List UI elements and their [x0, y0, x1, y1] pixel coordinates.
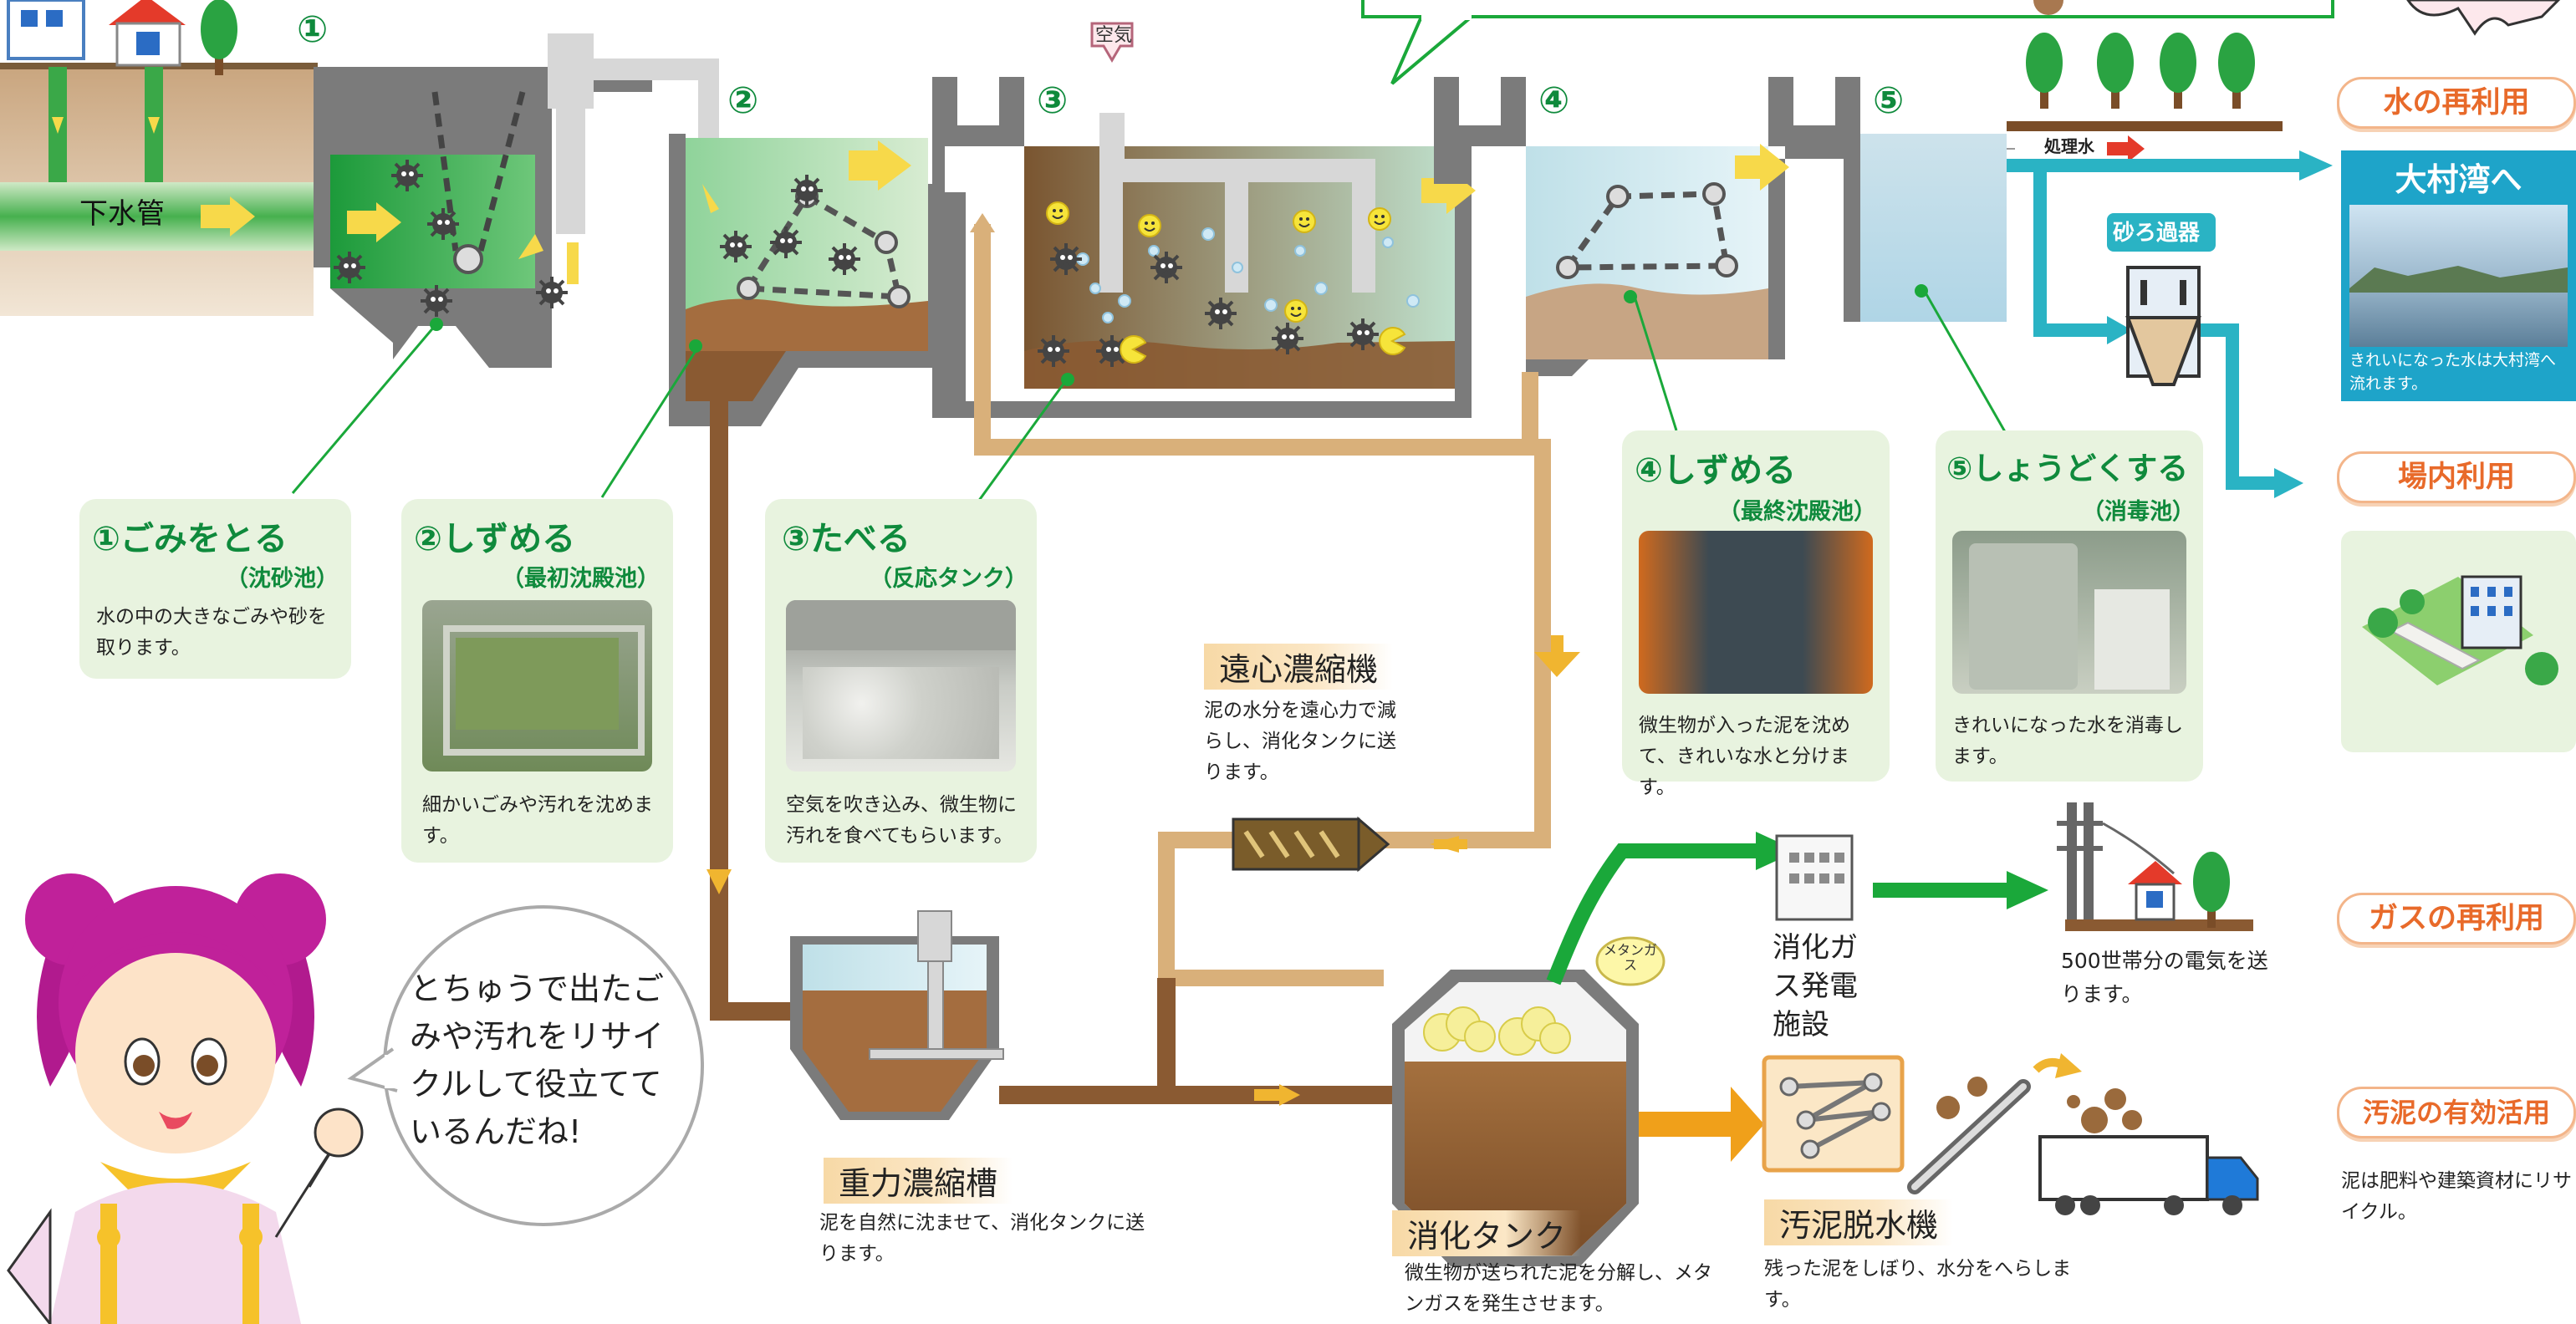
sewer-pipe-label: 下水管: [79, 197, 165, 231]
step-5-subtitle: （消毒池）: [2082, 499, 2195, 525]
omura-bay-description: きれいになった水は大村湾へ流れます。: [2349, 351, 2557, 393]
onsite-use-heading: 場内利用: [2337, 451, 2576, 503]
step-3-title: ③たべる: [782, 520, 911, 558]
step-1-title: ①ごみをとる: [92, 520, 288, 558]
primary-settling-photo: [422, 600, 652, 771]
digestion-tank-title: 消化タンク: [1392, 1210, 1582, 1256]
step-2-subtitle: （最初沈殿池）: [502, 566, 660, 592]
step-4-description: 微生物が入った泥を沈めて、きれいな水と分けます。: [1639, 715, 1850, 798]
step-5-description: きれいになった水を消毒します。: [1952, 715, 2183, 767]
power-facility-title: 消化ガス発電施設: [1773, 931, 1858, 1041]
step-2-description: 細かいごみや汚れを沈めます。: [422, 794, 653, 847]
step-3-number: ③: [1037, 79, 1069, 122]
step-1-description: 水の中の大きなごみや砂を取ります。: [96, 606, 327, 659]
step-1-number: ①: [297, 8, 329, 51]
reaction-tank-photo: [786, 600, 1016, 771]
gravity-thickener-description: 泥を自然に沈ませて、消化タンクに送ります。: [819, 1212, 1145, 1265]
character-speech-text: とちゅうで出たごみや汚れをリサイクルして役立てているんだね!: [410, 970, 665, 1150]
power-facility-description: 500世帯分の電気を送ります。: [2061, 949, 2268, 1006]
centrifuge-title: 遠心濃縮機: [1204, 644, 1394, 690]
step-2-title: ②しずめる: [414, 520, 576, 558]
sludge-reuse-heading: 汚泥の有効活用: [2337, 1087, 2576, 1138]
dewatering-machine-title: 汚泥脱水機: [1764, 1199, 1954, 1245]
air-label: 空気: [1095, 25, 1133, 46]
step-5-number: ⑤: [1873, 79, 1905, 122]
step-3-subtitle: （反応タンク）: [870, 566, 1028, 592]
step-5-title: ⑤しょうどくする: [1946, 451, 2189, 486]
sand-filter-label: 砂ろ過器: [2113, 221, 2201, 246]
centrifuge-description: 泥の水分を遠心力で減らし、消化タンクに送ります。: [1204, 700, 1396, 783]
digestion-tank-description: 微生物が送られた泥を分解し、メタンガスを発生させます。: [1405, 1262, 1712, 1315]
sludge-reuse-description: 泥は肥料や建築資材にリサイクル。: [2341, 1170, 2572, 1223]
disinfection-photo: [1952, 531, 2186, 694]
gravity-thickener-title: 重力濃縮槽: [824, 1158, 1013, 1204]
gas-reuse-heading: ガスの再利用: [2337, 893, 2576, 945]
step-1-subtitle: （沈砂池）: [226, 566, 339, 592]
step-4-title: ④しずめる: [1635, 451, 1797, 490]
character-illustration: [7, 873, 364, 1324]
final-settling-photo: [1639, 531, 1873, 694]
dewatering-machine-description: 残った泥をしぼり、水分をへらします。: [1764, 1258, 2072, 1311]
methane-gas-label: メタンガス: [1604, 942, 1658, 974]
step-4-number: ④: [1538, 79, 1570, 122]
omura-bay-title: 大村湾へ: [2395, 161, 2522, 198]
step-4-subtitle: （最終沈殿池）: [1718, 499, 1876, 525]
step-card-grit-chamber: [79, 499, 351, 679]
step-2-number: ②: [727, 79, 759, 122]
step-3-description: 空気を吹き込み、微生物に汚れを食べてもらいます。: [786, 794, 1017, 847]
water-reuse-heading: 水の再利用: [2337, 77, 2576, 129]
treated-water-label: 処理水: [2044, 136, 2094, 156]
